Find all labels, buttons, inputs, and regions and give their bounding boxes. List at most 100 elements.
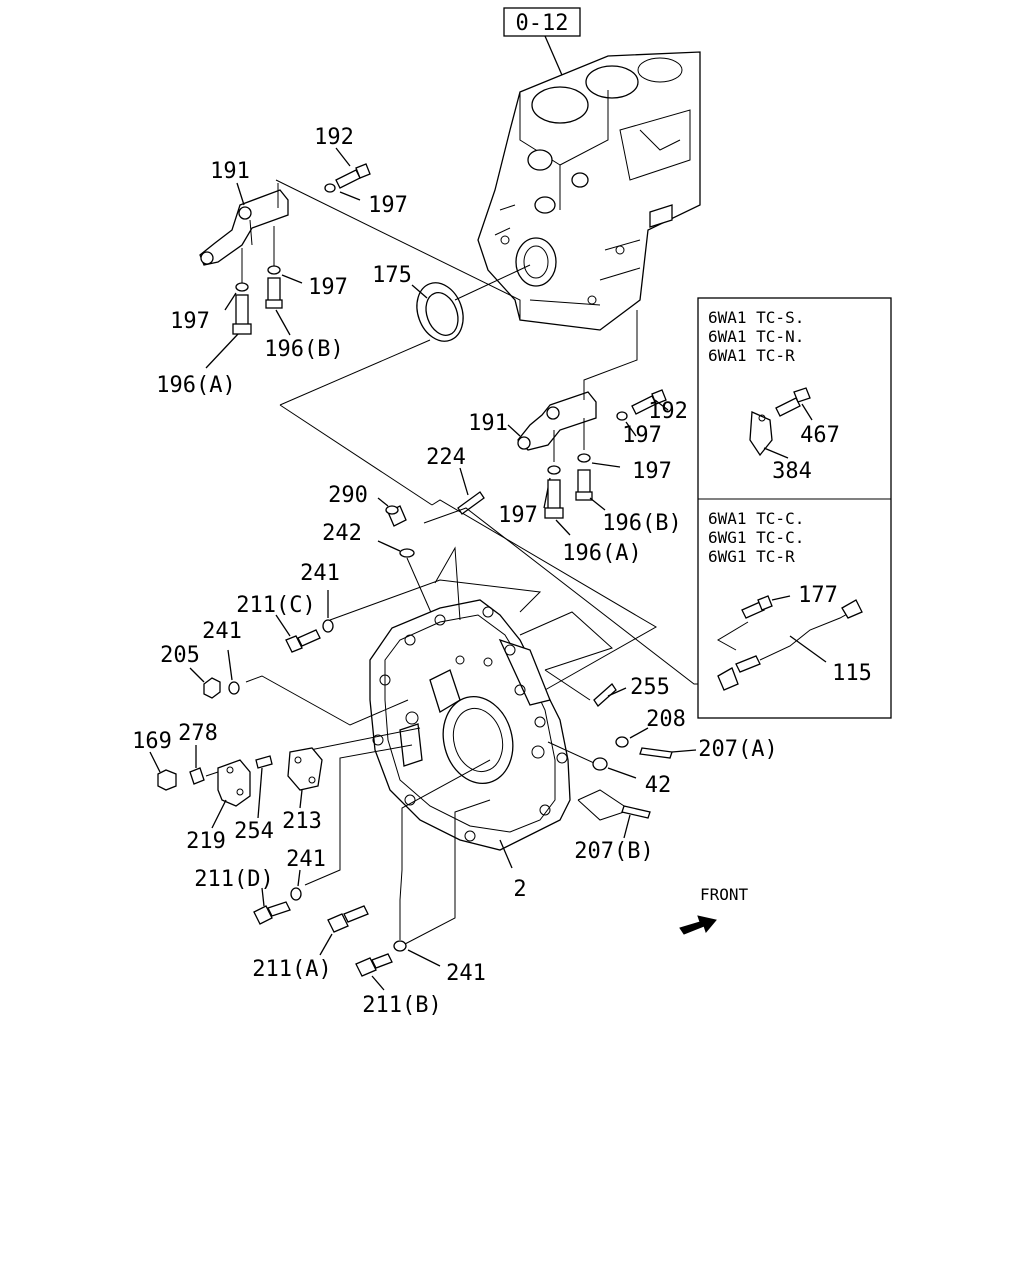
label-207a: 207(A)	[698, 737, 777, 762]
bolt-467	[775, 387, 811, 417]
label-196b-mid: 196(B)	[602, 511, 681, 536]
label-211c: 211(C)	[236, 593, 315, 618]
axis-line-seal	[454, 264, 531, 301]
front-label: FRONT	[700, 885, 749, 904]
stud-207a	[639, 747, 673, 759]
label-196b-top: 196(B)	[264, 337, 343, 362]
label-467: 467	[800, 423, 840, 448]
cover-384	[749, 411, 773, 457]
washer-197-f	[547, 465, 561, 475]
label-177: 177	[798, 583, 838, 608]
engine-mount-bracket-top	[199, 189, 289, 266]
variant-panel	[697, 297, 892, 719]
reference-box[interactable]: 0-12	[503, 7, 581, 37]
washer-197-d	[616, 411, 628, 421]
oil-seal	[416, 282, 464, 342]
engine-mount-bracket-mid	[517, 391, 597, 451]
assembly-line-housing-a	[431, 499, 657, 691]
label-192-top: 192	[314, 125, 354, 150]
label-197-b: 197	[308, 275, 348, 300]
bolt-254	[255, 755, 273, 769]
variant-2-model-2: 6WG1 TC-C.	[708, 528, 804, 547]
plug-290	[385, 505, 407, 527]
reference-box-label: 0-12	[516, 11, 569, 36]
nut-169	[157, 769, 177, 791]
label-2: 2	[513, 877, 526, 902]
label-196a-top: 196(A)	[156, 373, 235, 398]
variant-1: 6WA1 TC-S. 6WA1 TC-N. 6WA1 TC-R 467 384	[708, 308, 840, 484]
label-211b: 211(B)	[362, 993, 441, 1018]
bolt-211a	[327, 905, 369, 933]
label-205: 205	[160, 643, 200, 668]
label-278: 278	[178, 721, 218, 746]
washer-241-c	[290, 887, 302, 901]
label-196a-mid: 196(A)	[562, 541, 641, 566]
label-191-top: 191	[210, 159, 250, 184]
bolt-211c	[285, 629, 321, 653]
label-241-c: 241	[286, 847, 326, 872]
plug-208	[615, 736, 629, 748]
dowel-42	[592, 757, 608, 771]
label-175: 175	[372, 263, 412, 288]
washer-278	[189, 767, 205, 785]
washer-197-b	[267, 265, 281, 275]
washer-241-b	[228, 681, 240, 695]
leader-175	[411, 284, 428, 299]
label-197-c: 197	[170, 309, 210, 334]
sensor-115	[717, 599, 863, 691]
label-224: 224	[426, 445, 466, 470]
label-241-a: 241	[300, 561, 340, 586]
bolt-211b	[355, 953, 393, 977]
label-211d: 211(D)	[194, 867, 273, 892]
label-255: 255	[630, 675, 670, 700]
oring-242	[399, 548, 415, 558]
bolt-192-top	[335, 163, 371, 189]
label-242: 242	[322, 521, 362, 546]
leader-2	[499, 839, 513, 869]
label-197-d: 197	[622, 423, 662, 448]
bolt-196a-mid	[544, 479, 564, 519]
bolt-196a-top	[232, 294, 252, 335]
leader-191-top	[236, 182, 245, 206]
bolt-196b-mid	[575, 469, 593, 501]
cover-213	[287, 747, 323, 791]
washer-197-a	[324, 183, 336, 193]
label-254: 254	[234, 819, 274, 844]
label-191-mid: 191	[468, 411, 508, 436]
label-290: 290	[328, 483, 368, 508]
label-169: 169	[132, 729, 172, 754]
label-208: 208	[646, 707, 686, 732]
stud-207b	[621, 805, 651, 819]
bracket-219	[217, 759, 251, 807]
label-197-f: 197	[498, 503, 538, 528]
variant-2-model-1: 6WA1 TC-C.	[708, 509, 804, 528]
label-241-d: 241	[446, 961, 486, 986]
front-arrow-icon	[679, 915, 717, 935]
label-384: 384	[772, 459, 812, 484]
variant-1-model-3: 6WA1 TC-R	[708, 346, 795, 365]
assembly-line-sensor	[423, 507, 698, 685]
stud-255	[593, 683, 617, 707]
bolt-211d	[253, 901, 291, 925]
label-219: 219	[186, 829, 226, 854]
label-211a: 211(A)	[252, 957, 331, 982]
assembly-line-top	[275, 179, 521, 320]
variant-1-model-2: 6WA1 TC-N.	[708, 327, 804, 346]
label-241-b: 241	[202, 619, 242, 644]
washer-197-c	[235, 282, 249, 292]
stud-224	[457, 491, 485, 515]
variant-1-model-1: 6WA1 TC-S.	[708, 308, 804, 327]
label-207b: 207(B)	[574, 839, 653, 864]
variant-2: 6WA1 TC-C. 6WG1 TC-C. 6WG1 TC-R 177 115	[708, 509, 872, 691]
label-197-a: 197	[368, 193, 408, 218]
label-115: 115	[832, 661, 872, 686]
label-192-mid: 192	[648, 399, 688, 424]
washer-241-d	[393, 940, 407, 952]
engine-block	[477, 51, 701, 331]
bolt-196b-top	[265, 277, 283, 309]
nut-205	[203, 677, 221, 699]
variant-2-model-3: 6WG1 TC-R	[708, 547, 795, 566]
flywheel-housing	[369, 599, 571, 851]
assembly-line-seal	[279, 339, 431, 406]
